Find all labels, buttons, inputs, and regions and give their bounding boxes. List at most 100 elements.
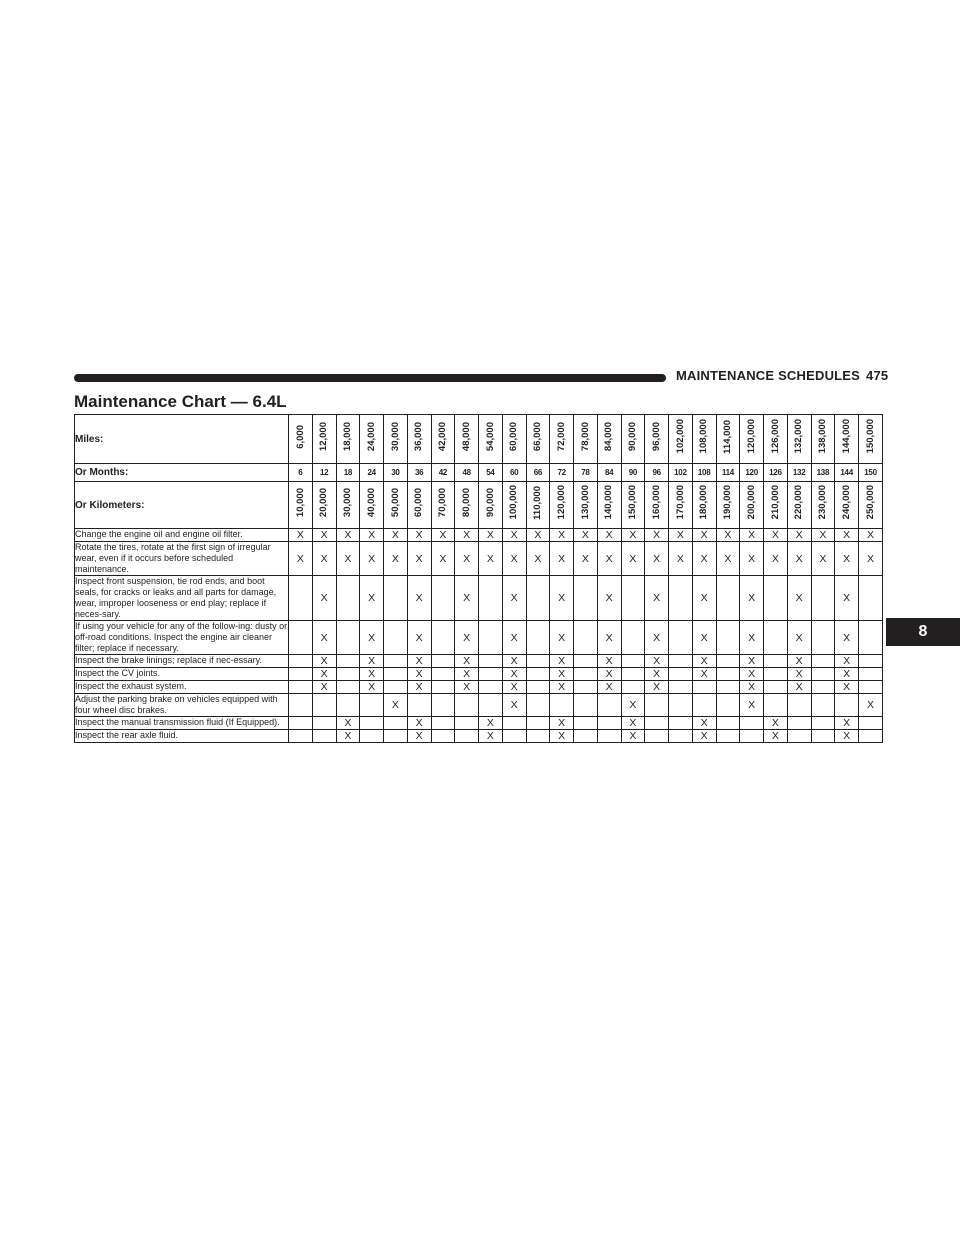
schedule-mark bbox=[478, 680, 503, 694]
schedule-mark: X bbox=[691, 729, 717, 743]
schedule-mark: X bbox=[691, 575, 717, 621]
miles-value: 132,000 bbox=[793, 419, 805, 454]
kilometers-header-cell: 60,000 bbox=[406, 481, 432, 529]
miles-header-cell: 42,000 bbox=[430, 414, 456, 464]
schedule-mark: X bbox=[763, 541, 788, 576]
schedule-mark bbox=[430, 667, 456, 681]
schedule-mark bbox=[430, 680, 456, 694]
schedule-mark: X bbox=[834, 528, 859, 542]
months-label: Or Months: bbox=[74, 463, 289, 482]
schedule-mark bbox=[383, 716, 408, 730]
schedule-mark bbox=[430, 575, 456, 621]
schedule-mark bbox=[573, 654, 598, 668]
schedule-mark bbox=[786, 716, 812, 730]
schedule-mark: X bbox=[525, 541, 551, 576]
schedule-mark: X bbox=[549, 654, 574, 668]
schedule-mark: X bbox=[549, 716, 574, 730]
schedule-mark: X bbox=[858, 528, 883, 542]
schedule-mark: X bbox=[359, 528, 384, 542]
schedule-mark bbox=[668, 729, 693, 743]
miles-header-cell: 144,000 bbox=[834, 414, 859, 464]
page-number: 475 bbox=[866, 368, 889, 383]
task-description: Inspect the exhaust system. bbox=[74, 680, 289, 694]
schedule-mark: X bbox=[430, 541, 456, 576]
schedule-mark bbox=[810, 667, 836, 681]
months-value: 132 bbox=[786, 463, 812, 482]
miles-value: 30,000 bbox=[389, 421, 401, 452]
schedule-mark: X bbox=[668, 528, 693, 542]
schedule-mark: X bbox=[549, 528, 574, 542]
schedule-mark: X bbox=[573, 528, 598, 542]
schedule-mark: X bbox=[786, 680, 812, 694]
miles-value: 138,000 bbox=[817, 419, 829, 454]
schedule-mark bbox=[525, 654, 551, 668]
schedule-mark: X bbox=[454, 654, 479, 668]
miles-value: 48,000 bbox=[460, 421, 472, 452]
schedule-mark: X bbox=[691, 528, 717, 542]
miles-header-cell: 114,000 bbox=[715, 414, 741, 464]
schedule-mark bbox=[620, 654, 646, 668]
schedule-mark: X bbox=[739, 528, 764, 542]
kilometers-value: 150,000 bbox=[627, 485, 639, 520]
schedule-mark bbox=[383, 680, 408, 694]
months-value: 72 bbox=[549, 463, 574, 482]
schedule-mark bbox=[763, 620, 788, 655]
schedule-mark: X bbox=[359, 680, 384, 694]
schedule-mark: X bbox=[596, 667, 622, 681]
schedule-mark: X bbox=[739, 667, 764, 681]
schedule-mark bbox=[525, 716, 551, 730]
task-description: Inspect the rear axle fluid. bbox=[74, 729, 289, 743]
kilometers-value: 180,000 bbox=[698, 485, 710, 520]
schedule-mark: X bbox=[715, 541, 741, 576]
schedule-mark bbox=[335, 575, 361, 621]
schedule-mark: X bbox=[691, 541, 717, 576]
miles-header-cell: 126,000 bbox=[763, 414, 788, 464]
miles-header-cell: 60,000 bbox=[501, 414, 527, 464]
schedule-mark bbox=[715, 620, 741, 655]
schedule-mark: X bbox=[834, 620, 859, 655]
miles-header-cell: 150,000 bbox=[858, 414, 883, 464]
schedule-mark bbox=[858, 680, 883, 694]
schedule-mark: X bbox=[478, 528, 503, 542]
miles-value: 60,000 bbox=[508, 421, 520, 452]
schedule-mark bbox=[715, 680, 741, 694]
schedule-mark: X bbox=[383, 541, 408, 576]
kilometers-value: 250,000 bbox=[864, 485, 876, 520]
kilometers-value: 110,000 bbox=[532, 485, 544, 520]
schedule-mark bbox=[620, 680, 646, 694]
schedule-mark: X bbox=[406, 575, 432, 621]
miles-header-cell: 24,000 bbox=[359, 414, 384, 464]
schedule-mark bbox=[383, 667, 408, 681]
page-title: Maintenance Chart — 6.4L bbox=[74, 392, 287, 411]
miles-value: 120,000 bbox=[745, 419, 757, 454]
schedule-mark: X bbox=[691, 667, 717, 681]
schedule-mark: X bbox=[335, 528, 361, 542]
months-value: 90 bbox=[620, 463, 646, 482]
schedule-mark bbox=[573, 575, 598, 621]
schedule-mark bbox=[288, 620, 313, 655]
schedule-mark bbox=[478, 575, 503, 621]
schedule-mark: X bbox=[786, 541, 812, 576]
schedule-mark bbox=[715, 716, 741, 730]
miles-header-cell: 6,000 bbox=[288, 414, 313, 464]
miles-value: 36,000 bbox=[413, 421, 425, 452]
chapter-number: 8 bbox=[918, 623, 928, 640]
schedule-mark: X bbox=[691, 716, 717, 730]
schedule-mark: X bbox=[454, 680, 479, 694]
kilometers-header-cell: 210,000 bbox=[763, 481, 788, 529]
schedule-mark bbox=[691, 680, 717, 694]
kilometers-header-cell: 40,000 bbox=[359, 481, 384, 529]
miles-value: 126,000 bbox=[769, 419, 781, 454]
task-description: Inspect the manual transmission fluid (I… bbox=[74, 716, 289, 730]
kilometers-header-cell: 20,000 bbox=[311, 481, 337, 529]
schedule-mark: X bbox=[454, 575, 479, 621]
kilometers-value: 170,000 bbox=[674, 485, 686, 520]
schedule-mark bbox=[359, 729, 384, 743]
schedule-mark: X bbox=[786, 528, 812, 542]
kilometers-value: 120,000 bbox=[555, 485, 567, 520]
months-value: 30 bbox=[383, 463, 408, 482]
kilometers-label: Or Kilometers: bbox=[74, 481, 289, 529]
miles-value: 90,000 bbox=[627, 421, 639, 452]
